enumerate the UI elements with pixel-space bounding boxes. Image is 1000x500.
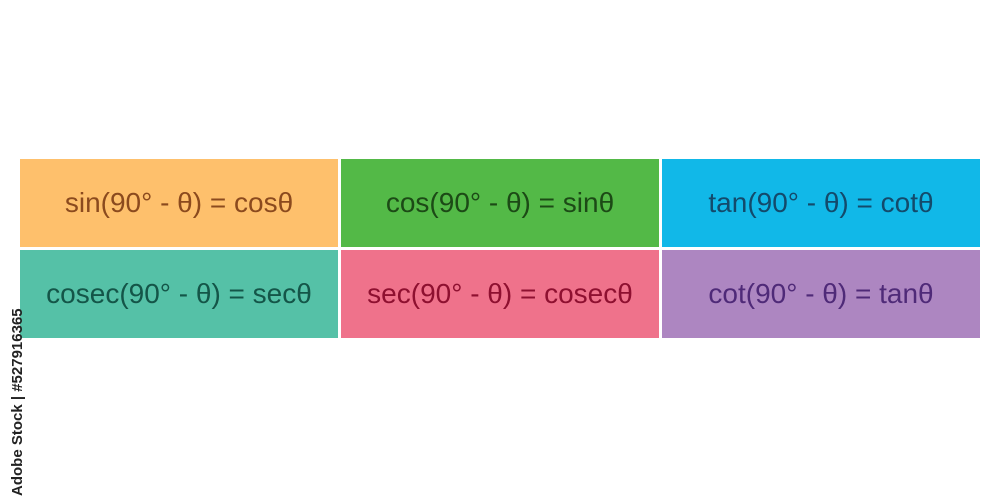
identity-sec-text: sec(90° - θ) = cosecθ [367, 278, 633, 309]
identity-cot-cell: cot(90° - θ) = tanθ [662, 250, 980, 338]
stock-watermark: Adobe Stock | #527916365 [2, 258, 30, 498]
identity-cosec-cell: cosec(90° - θ) = secθ [20, 250, 338, 338]
stock-watermark-graphic: Adobe Stock | #527916365 [9, 308, 26, 496]
identity-cos-text: cos(90° - θ) = sinθ [385, 187, 615, 218]
identity-sin-text: sin(90° - θ) = cosθ [64, 187, 294, 218]
identity-cosec-text: cosec(90° - θ) = secθ [46, 278, 312, 309]
identity-tan-cell: tan(90° - θ) = cotθ [662, 159, 980, 247]
identity-sec-cell: sec(90° - θ) = cosecθ [341, 250, 659, 338]
identity-tan-text: tan(90° - θ) = cotθ [708, 187, 934, 218]
identity-sin-cell: sin(90° - θ) = cosθ [20, 159, 338, 247]
identities-grid: sin(90° - θ) = cosθ cos(90° - θ) = sinθ … [20, 159, 980, 338]
identity-cos-cell: cos(90° - θ) = sinθ [341, 159, 659, 247]
identity-cot-text: cot(90° - θ) = tanθ [708, 278, 934, 309]
stock-watermark-text: Adobe Stock | #527916365 [9, 308, 26, 496]
